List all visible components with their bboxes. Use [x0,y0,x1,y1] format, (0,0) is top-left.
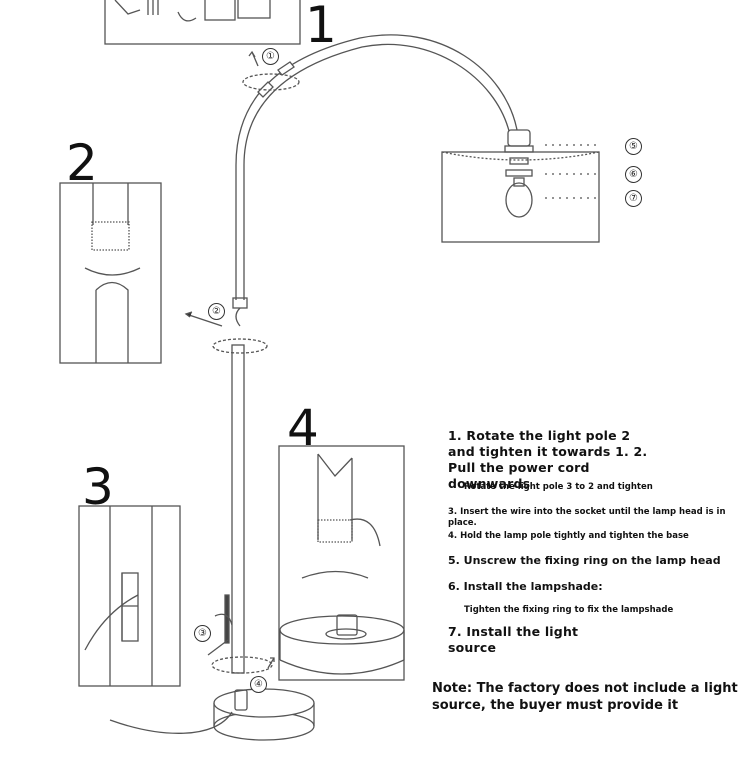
big-number-2: 2 [66,134,98,192]
note-text: Note: The factory does not include a lig… [432,681,738,713]
big-number-3: 3 [82,458,114,516]
marker-3: ③ [194,625,211,642]
detail-box-3 [78,505,181,687]
marker-2: ② [208,303,225,320]
step-1b: Rotate the light pole 3 to 2 and tighten [464,482,653,492]
detail-box-4 [278,445,405,681]
lamp-base [109,688,315,741]
marker-6: ⑥ [625,166,642,183]
arrow-2 [185,313,223,327]
lamp-shade [441,129,600,243]
step-6: 6. Install the lampshade: [448,580,603,593]
marker-1: ① [262,48,279,65]
step-5: 5. Unscrew the fixing ring on the lamp h… [448,554,721,567]
big-number-1: 1 [305,0,337,54]
step-3: 3. Insert the wire into the socket until… [448,507,726,528]
step-4: 4. Hold the lamp pole tightly and tighte… [448,531,689,541]
marker-4: ④ [250,676,267,693]
detail-box-1 [104,0,301,45]
main-pole [211,297,273,674]
detail-box-2 [59,182,162,364]
marker-7: ⑦ [625,190,642,207]
step-1: 1. Rotate the light pole 2 and tighten i… [448,428,648,491]
step-7: 7. Install the light source [448,624,579,655]
step-6b: Tighten the fixing ring to fix the lamps… [464,605,674,615]
arc-pole [235,34,518,300]
big-number-4: 4 [287,399,319,457]
marker-5: ⑤ [625,138,642,155]
